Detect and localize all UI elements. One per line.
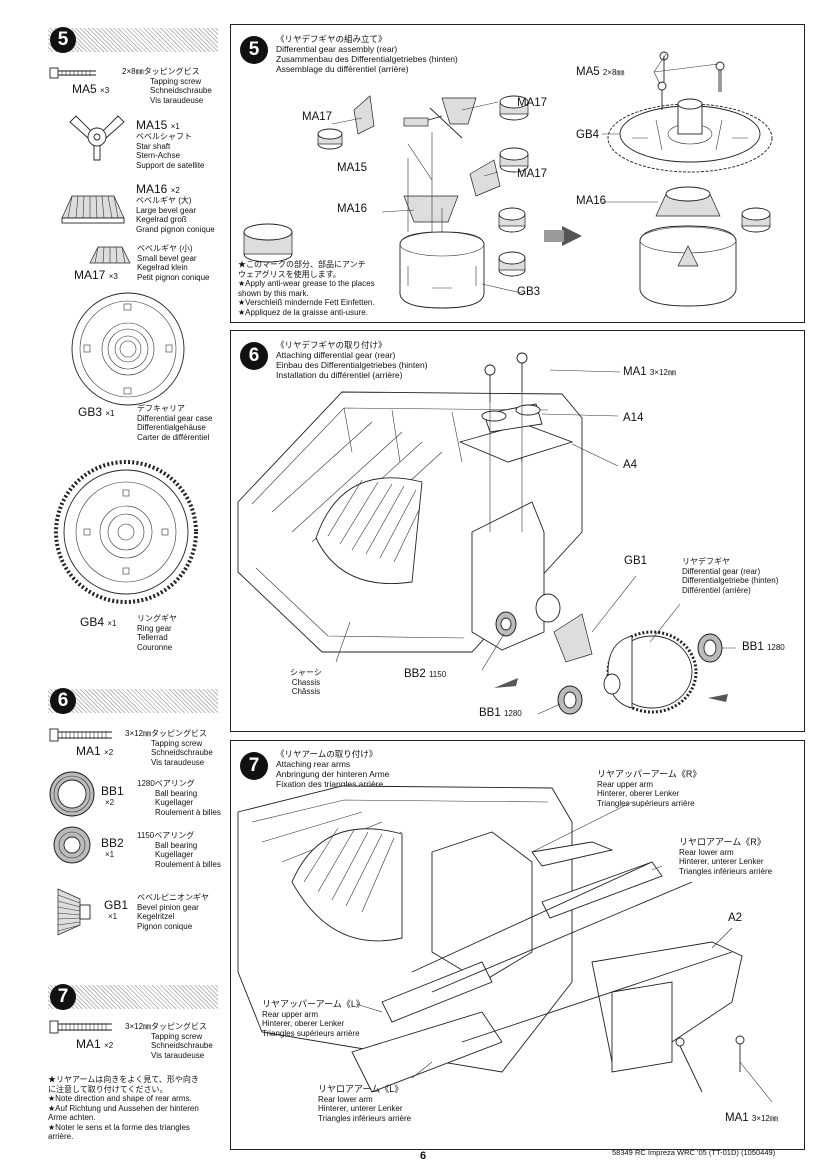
- part-gb1-code: GB1×1: [104, 898, 129, 921]
- bb1-bearing-left: [557, 685, 583, 715]
- panel6-chassis-diagram: [237, 352, 736, 715]
- ma1-screw-icon-step7: [49, 1020, 112, 1034]
- part-ma15-code: MA15 ×1: [136, 118, 180, 132]
- rear-arm-note: ★リヤアームは向きをよく見て、形や向きに注意して取り付けてください。★Note …: [48, 1075, 199, 1141]
- panel7-rear-arms-diagram: [237, 785, 773, 1103]
- ma1-screws-step7: [675, 1035, 745, 1093]
- panel5-label-ma15: MA15: [337, 162, 368, 174]
- ma15-star-shaft-icon: [69, 115, 125, 161]
- step7-header-bar: [48, 985, 218, 1009]
- ma5-screw-icon: [49, 67, 96, 79]
- bb2-bearing: [495, 611, 517, 637]
- panel5-label-ma16-b: MA16: [576, 195, 607, 207]
- ma17-bevel-low: [469, 159, 501, 197]
- panel5-label-ma17-a: MA17: [302, 111, 333, 123]
- step5-badge: 5: [50, 27, 76, 53]
- step7-badge: 7: [50, 984, 76, 1010]
- grease-note: ★このマークの部分、部品にアンチウェアグリスを使用します。★Apply anti…: [238, 260, 375, 317]
- bb1-bearing-icon: [49, 771, 95, 817]
- gb3-differential-case-icon: [71, 292, 185, 406]
- panel6-title: 《リヤデフギヤの取り付け》Attaching differential gear…: [276, 340, 428, 380]
- ma17-bevel-left: [353, 95, 375, 135]
- ma17-gear-low: [499, 147, 529, 173]
- ma17-gear-mid: [499, 95, 529, 121]
- part-ma1-code: MA1 ×2: [76, 744, 114, 758]
- panel7-label-a2: A2: [728, 912, 743, 924]
- step6-badge: 6: [50, 688, 76, 714]
- panel7-label-ma1: MA1 3×12㎜: [725, 1112, 778, 1124]
- ma16-large-bevel-gear-icon: [61, 195, 125, 224]
- gb3-case: [399, 231, 485, 309]
- panel5-label-gb3: GB3: [517, 286, 541, 298]
- panel6-label-bb2: BB2 1150: [404, 668, 447, 680]
- part-bb1-code: BB1×2: [101, 784, 124, 807]
- panel5-label-ma5: MA5 2×8㎜: [576, 66, 625, 78]
- panel6-label-a4: A4: [623, 459, 638, 471]
- part-ma1-code-step7: MA1 ×2: [76, 1037, 114, 1051]
- part-ma16-code: MA16 ×2: [136, 182, 180, 196]
- panel5-label-ma17-c: MA17: [517, 168, 548, 180]
- gb4-ring-gear-icon: [54, 460, 198, 604]
- bb1-bearing-right: [697, 633, 723, 663]
- bb2-bearing-icon: [53, 826, 91, 864]
- panel5-label-gb4: GB4: [576, 129, 600, 141]
- ma1-screw-icon: [49, 728, 112, 742]
- ma17-bevel-top: [441, 97, 477, 125]
- ma17-gear-assembly-right: [741, 207, 771, 233]
- panel7-badge: 7: [240, 752, 268, 780]
- ma17-small-bevel-gear-icon: [89, 246, 131, 264]
- gb1-pinion: [553, 613, 593, 663]
- ma16-bevel-gear: [403, 195, 459, 223]
- panel6-label-bb1-left: BB1 1280: [479, 707, 522, 719]
- panel6-badge: 6: [240, 342, 268, 370]
- panel5-label-ma16: MA16: [337, 203, 368, 215]
- panel6-label-bb1-right: BB1 1280: [742, 641, 785, 653]
- ma1-screws-step6: [484, 352, 528, 402]
- gb1-pinion-gear-icon: [57, 888, 91, 936]
- part-ma17-code: MA17 ×3: [74, 268, 118, 282]
- page-number: 6: [420, 1150, 427, 1162]
- step5-header-bar: [48, 28, 218, 52]
- panel5-title: 《リヤデフギヤの組み立て》Differential gear assembly …: [276, 34, 458, 74]
- panel5-exploded-diagram: [243, 51, 773, 309]
- panel5-badge: 5: [240, 36, 268, 64]
- part-gb3-code: GB3 ×1: [78, 405, 115, 419]
- ma17-gear-right: [498, 207, 526, 233]
- panel5-label-ma17-b: MA17: [517, 97, 548, 109]
- panel6-label-gb1: GB1: [624, 555, 648, 567]
- step6-header-bar: [48, 689, 218, 713]
- part-gb4-code: GB4 ×1: [80, 615, 117, 629]
- ma17-gear-left: [317, 128, 343, 150]
- grease-mark-icon: [243, 223, 293, 263]
- ma17-gear-bottom: [498, 251, 526, 277]
- panel6-label-a14: A14: [623, 412, 644, 424]
- part-ma5-code: MA5 ×3: [72, 82, 110, 96]
- panel6-label-ma1: MA1 3×12㎜: [623, 366, 676, 378]
- part-bb2-code: BB2×1: [101, 836, 124, 859]
- page-footer-ref: 58349 RC Impreza WRC '05 (TT-01D) (10504…: [612, 1148, 776, 1157]
